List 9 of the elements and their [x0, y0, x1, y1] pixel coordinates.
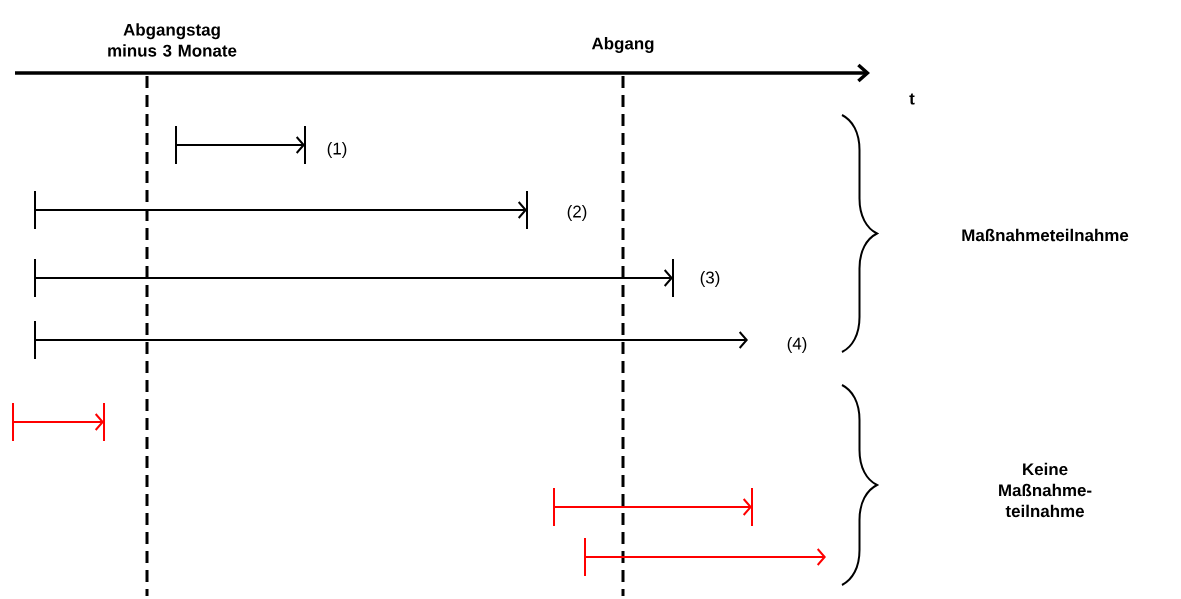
timeline-marker-label: Abgangstag minus 3 Monate [108, 23, 237, 57]
axis-label: t [909, 93, 915, 105]
interval-number: (1) [327, 142, 347, 158]
timeline-marker-label: Abgang [591, 37, 654, 53]
interval-number: (3) [700, 271, 720, 287]
group-label: Keine Maßnahme- teilnahme [999, 462, 1092, 518]
interval-number: (2) [567, 205, 587, 221]
interval-number: (4) [787, 337, 807, 353]
group-label: Maßnahmeteilnahme [962, 228, 1129, 242]
